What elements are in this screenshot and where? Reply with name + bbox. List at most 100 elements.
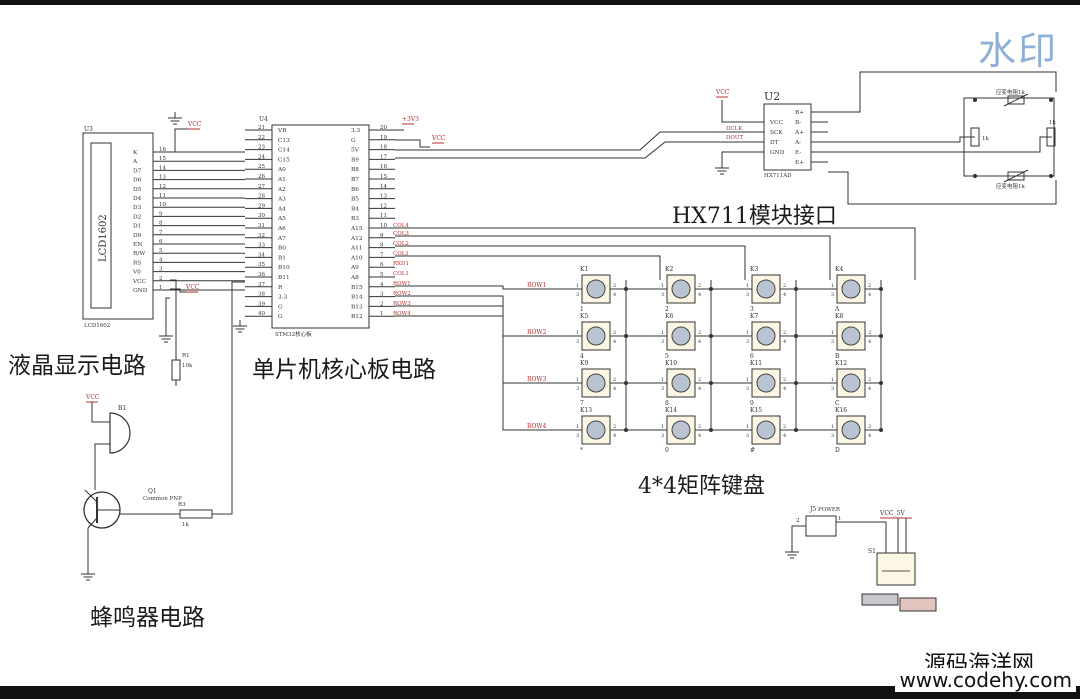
lcd-pin-D0: D0	[133, 233, 142, 239]
hx711-right-pin-B+: B+	[795, 110, 804, 116]
mcu-buzzer-wire	[212, 281, 245, 515]
key-pin: 1	[831, 330, 834, 336]
lcd-pin-number: 9	[159, 211, 163, 217]
mcu-left-number: 29	[258, 203, 265, 209]
bridge-resistor-left	[970, 127, 980, 147]
mcu-right-pin-A8: A8	[350, 275, 359, 281]
hx711-part-label: HX711AD	[764, 173, 792, 179]
mcu-right-pin-G: G	[351, 138, 356, 144]
keypad-row-label-ROW3: ROW3	[527, 376, 547, 383]
lcd-pin-number: 14	[159, 165, 166, 171]
key-K9-button	[586, 373, 606, 393]
power-switch-ref: S1	[868, 548, 876, 555]
lcd-pin-number: 4	[159, 257, 163, 263]
hx711-body	[763, 103, 812, 171]
mcu-right-pin-5V: 5V	[351, 148, 360, 154]
key-K15-button	[756, 420, 776, 440]
key-K14-label: 0	[665, 447, 669, 454]
mcu-left-pin-B10: B10	[278, 265, 290, 271]
power-jack-body	[805, 515, 837, 537]
mcu-right-number: 1	[380, 311, 384, 317]
lcd-pin-A: A	[132, 159, 138, 165]
mcu-right-pin-A9: A9	[350, 265, 359, 271]
key-K12-button	[841, 373, 861, 393]
key-K10-ref: K10	[665, 360, 677, 367]
key-pin: 3	[576, 386, 579, 392]
hx711-vcc-text: VCC	[715, 89, 730, 96]
key-pin: 2	[698, 330, 701, 336]
mcu-left-pin-R: R	[278, 285, 283, 291]
key-pin: 3	[746, 433, 749, 439]
transistor-q1-part: Common PNP	[143, 496, 182, 502]
mcu-3v3-text: +3V3	[402, 116, 419, 123]
mcu-right-number: 9	[380, 233, 384, 239]
lcd-pin-RS: RS	[133, 260, 141, 266]
lcd-pin-EN: EN	[133, 242, 142, 248]
mcu-left-pin-B11: B11	[278, 275, 290, 281]
key-pin: 4	[698, 339, 701, 345]
key-pin: 4	[613, 433, 616, 439]
mcu-right-pin-B5: B5	[351, 197, 359, 203]
mcu-left-pin-A1: A1	[277, 177, 286, 183]
mcu-net-COL3: COL3	[393, 231, 409, 237]
key-pin: 4	[698, 386, 701, 392]
mcu-left-number: 33	[258, 243, 265, 249]
key-K9-ref: K9	[580, 360, 588, 367]
key-pin: 2	[698, 424, 701, 430]
mcu-right-number: 2	[380, 301, 384, 307]
hx711-right-pin-E-: E-	[795, 150, 801, 156]
mcu-left-number: 26	[258, 174, 265, 180]
key-pin: 3	[576, 433, 579, 439]
lcd-ref: U3	[84, 126, 93, 133]
watermark-top-right: 水印	[977, 29, 1058, 73]
key-pin: 1	[576, 330, 579, 336]
strain-gauge-label-2: 应变电阻1k	[996, 182, 1025, 190]
key-pin: 3	[746, 292, 749, 298]
mcu-right-number: 3	[380, 292, 384, 298]
key-K4-ref: K4	[835, 266, 843, 273]
mcu-right-pin-B14: B14	[351, 295, 363, 301]
lcd-pin-number: 7	[159, 230, 163, 236]
mcu-right-number: 5	[380, 272, 384, 278]
lcd-pin-number: 11	[159, 193, 166, 199]
hx711-net-dout: DOUT	[726, 135, 744, 141]
mcu-left-pin-A0: A0	[277, 167, 286, 173]
lcd-contrast-wire	[170, 279, 177, 360]
key-pin: 4	[783, 339, 786, 345]
key-pin: 1	[661, 283, 664, 289]
strain-gauge-2	[1007, 171, 1025, 181]
mcu-right-number: 14	[380, 184, 387, 190]
power-switch-base	[861, 593, 899, 606]
mcu-part-label: STM32核心板	[275, 330, 312, 338]
hx711-dt-bus	[395, 141, 740, 159]
mcu-right-number: 16	[380, 164, 387, 170]
mcu-left-number: 30	[258, 213, 265, 219]
key-K11-label: 9	[750, 400, 754, 407]
keypad-row-wire-ROW4	[395, 315, 570, 431]
mcu-left-number: 37	[258, 282, 265, 288]
key-pin: 2	[613, 283, 616, 289]
lcd-gnd-wire	[165, 297, 170, 330]
key-K6-button	[671, 326, 691, 346]
mcu-net-ROW3: ROW3	[393, 301, 411, 307]
mcu-right-number: 12	[380, 203, 387, 209]
mcu-net-RXD1: RXD1	[393, 261, 409, 267]
lcd-r1-resistor	[171, 359, 181, 381]
lcd-pin-number: 1	[159, 285, 163, 291]
mcu-right-number: 7	[380, 252, 384, 258]
mcu-net-COL1: COL1	[393, 271, 409, 277]
bridge-wire-b	[828, 136, 1052, 153]
key-K1-button	[586, 279, 606, 299]
keypad-column-bus-2	[395, 245, 746, 280]
mcu-right-number: 11	[380, 213, 387, 219]
keypad-column-bus-4	[395, 227, 916, 280]
mcu-right-pin-B7: B7	[351, 177, 359, 183]
key-pin: 1	[831, 424, 834, 430]
key-pin: 2	[613, 377, 616, 383]
lcd-pin-D6: D6	[133, 178, 142, 184]
mcu-right-number: 10	[380, 223, 387, 229]
hx711-right-pin-A-: A-	[794, 140, 801, 146]
lcd-pin-number: 5	[159, 248, 163, 254]
